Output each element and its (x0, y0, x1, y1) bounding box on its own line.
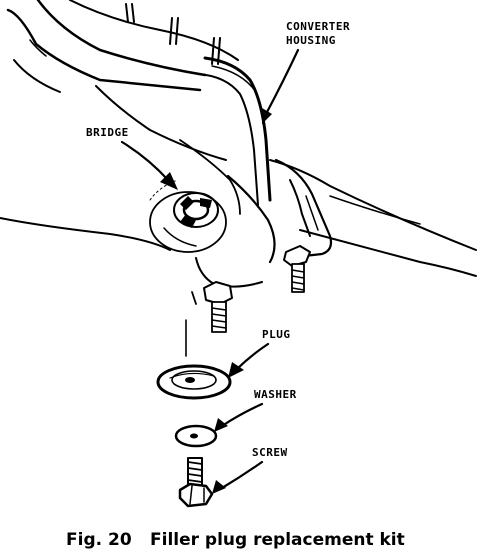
washer-label: WASHER (254, 388, 297, 401)
bridge-label: BRIDGE (86, 126, 129, 139)
screw-label: SCREW (252, 446, 288, 459)
plug-callout: PLUG (228, 328, 291, 378)
screw-callout: SCREW (212, 446, 288, 494)
figure-number: Fig. 20 (66, 530, 132, 550)
washer-callout: WASHER (214, 388, 297, 432)
bracket-bolt-right (283, 245, 311, 293)
bridge-callout: BRIDGE (86, 126, 178, 190)
screw-part (178, 457, 214, 508)
converter-housing (0, 0, 477, 277)
figure-caption-text: Filler plug replacement kit (150, 530, 405, 550)
converter-housing-label-line1: CONVERTER (286, 20, 350, 33)
converter-housing-label-line2: HOUSING (286, 34, 336, 47)
plug-part (156, 364, 232, 400)
mounting-bracket (195, 158, 333, 288)
bracket-bolt-left (191, 281, 233, 333)
plug-label: PLUG (262, 328, 291, 341)
washer-part (174, 424, 218, 448)
bridge-boss (149, 179, 227, 253)
figure-caption: Fig. 20 Filler plug replacement kit (66, 530, 405, 550)
converter-housing-callout: CONVERTER HOUSING (262, 20, 350, 124)
